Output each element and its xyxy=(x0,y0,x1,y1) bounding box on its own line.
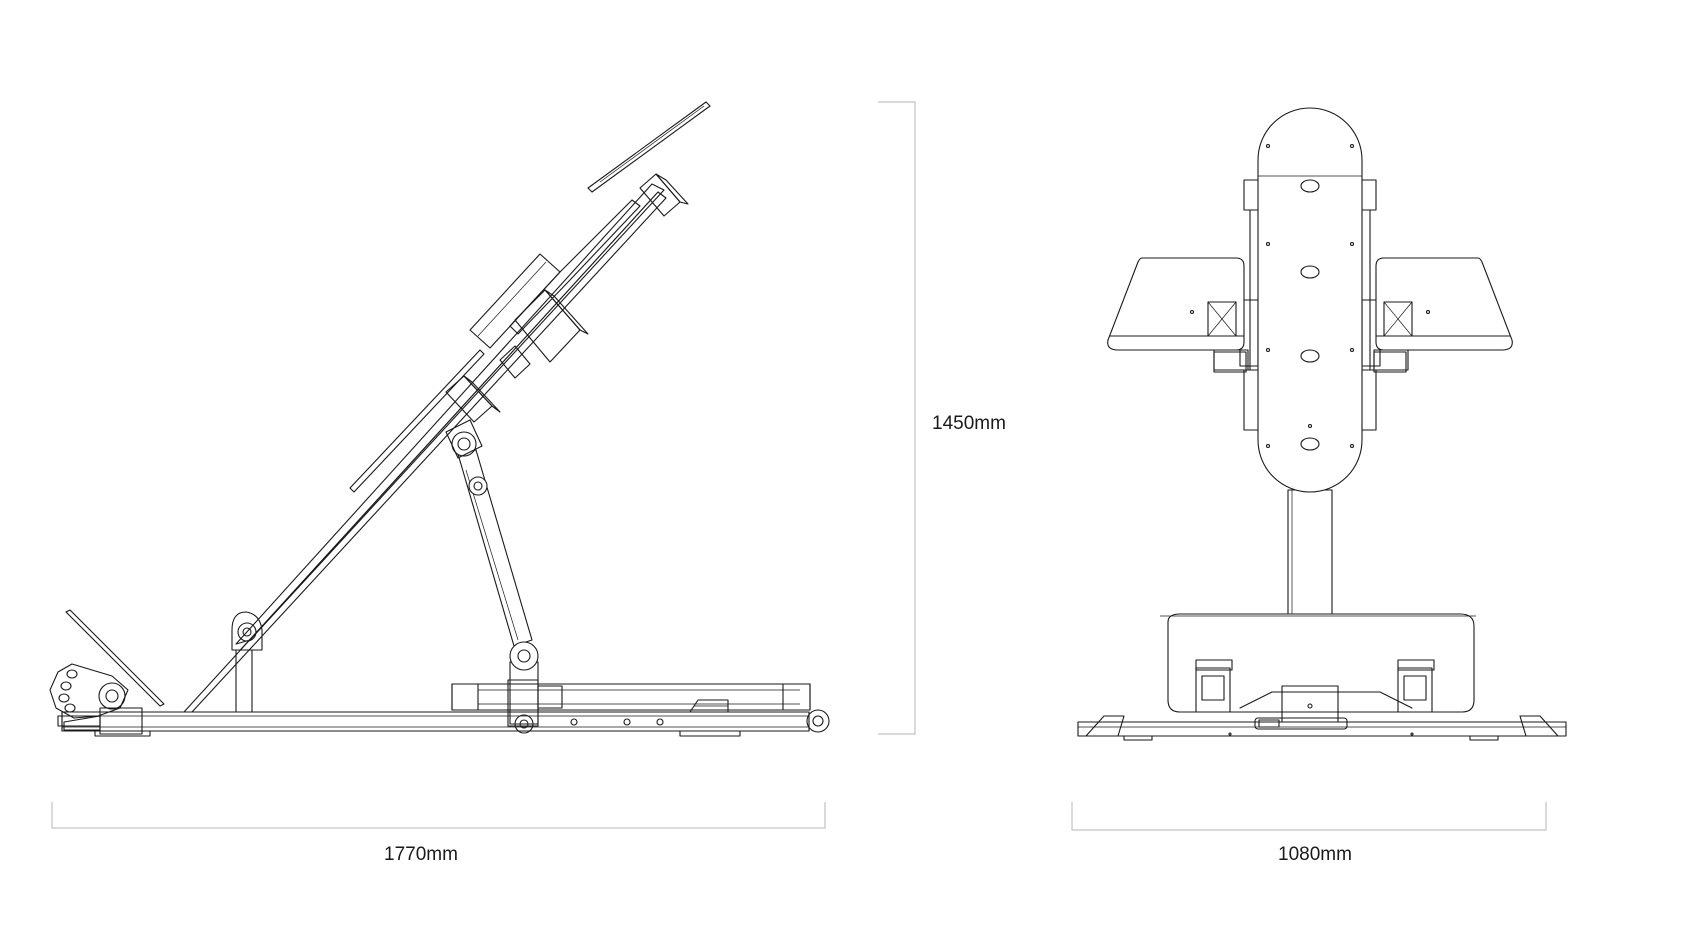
front-column xyxy=(1287,489,1333,615)
side-front-post xyxy=(231,611,263,713)
width-dimension-label: 1080mm xyxy=(1278,844,1352,865)
side-upper-rail xyxy=(451,679,811,727)
front-floor-base xyxy=(1077,715,1567,741)
side-view xyxy=(49,101,830,737)
length-dimension-label: 1770mm xyxy=(384,844,458,865)
width-dimension-line xyxy=(1071,802,1547,831)
height-dimension-label: 1450mm xyxy=(932,413,1006,434)
front-right-armrest xyxy=(1373,257,1513,373)
front-seat-pad xyxy=(1257,107,1363,493)
dimension-lines xyxy=(51,101,1547,831)
front-left-armrest xyxy=(1107,257,1247,373)
length-dimension-line xyxy=(51,802,826,829)
side-front-extension xyxy=(57,711,101,732)
front-view xyxy=(1077,107,1567,741)
side-pedal-plate xyxy=(49,609,165,731)
side-main-column xyxy=(183,101,711,713)
height-dimension-line xyxy=(878,101,916,735)
front-lower-housing xyxy=(1160,613,1476,723)
side-support-strut xyxy=(445,419,539,734)
side-base-rail xyxy=(61,699,830,737)
